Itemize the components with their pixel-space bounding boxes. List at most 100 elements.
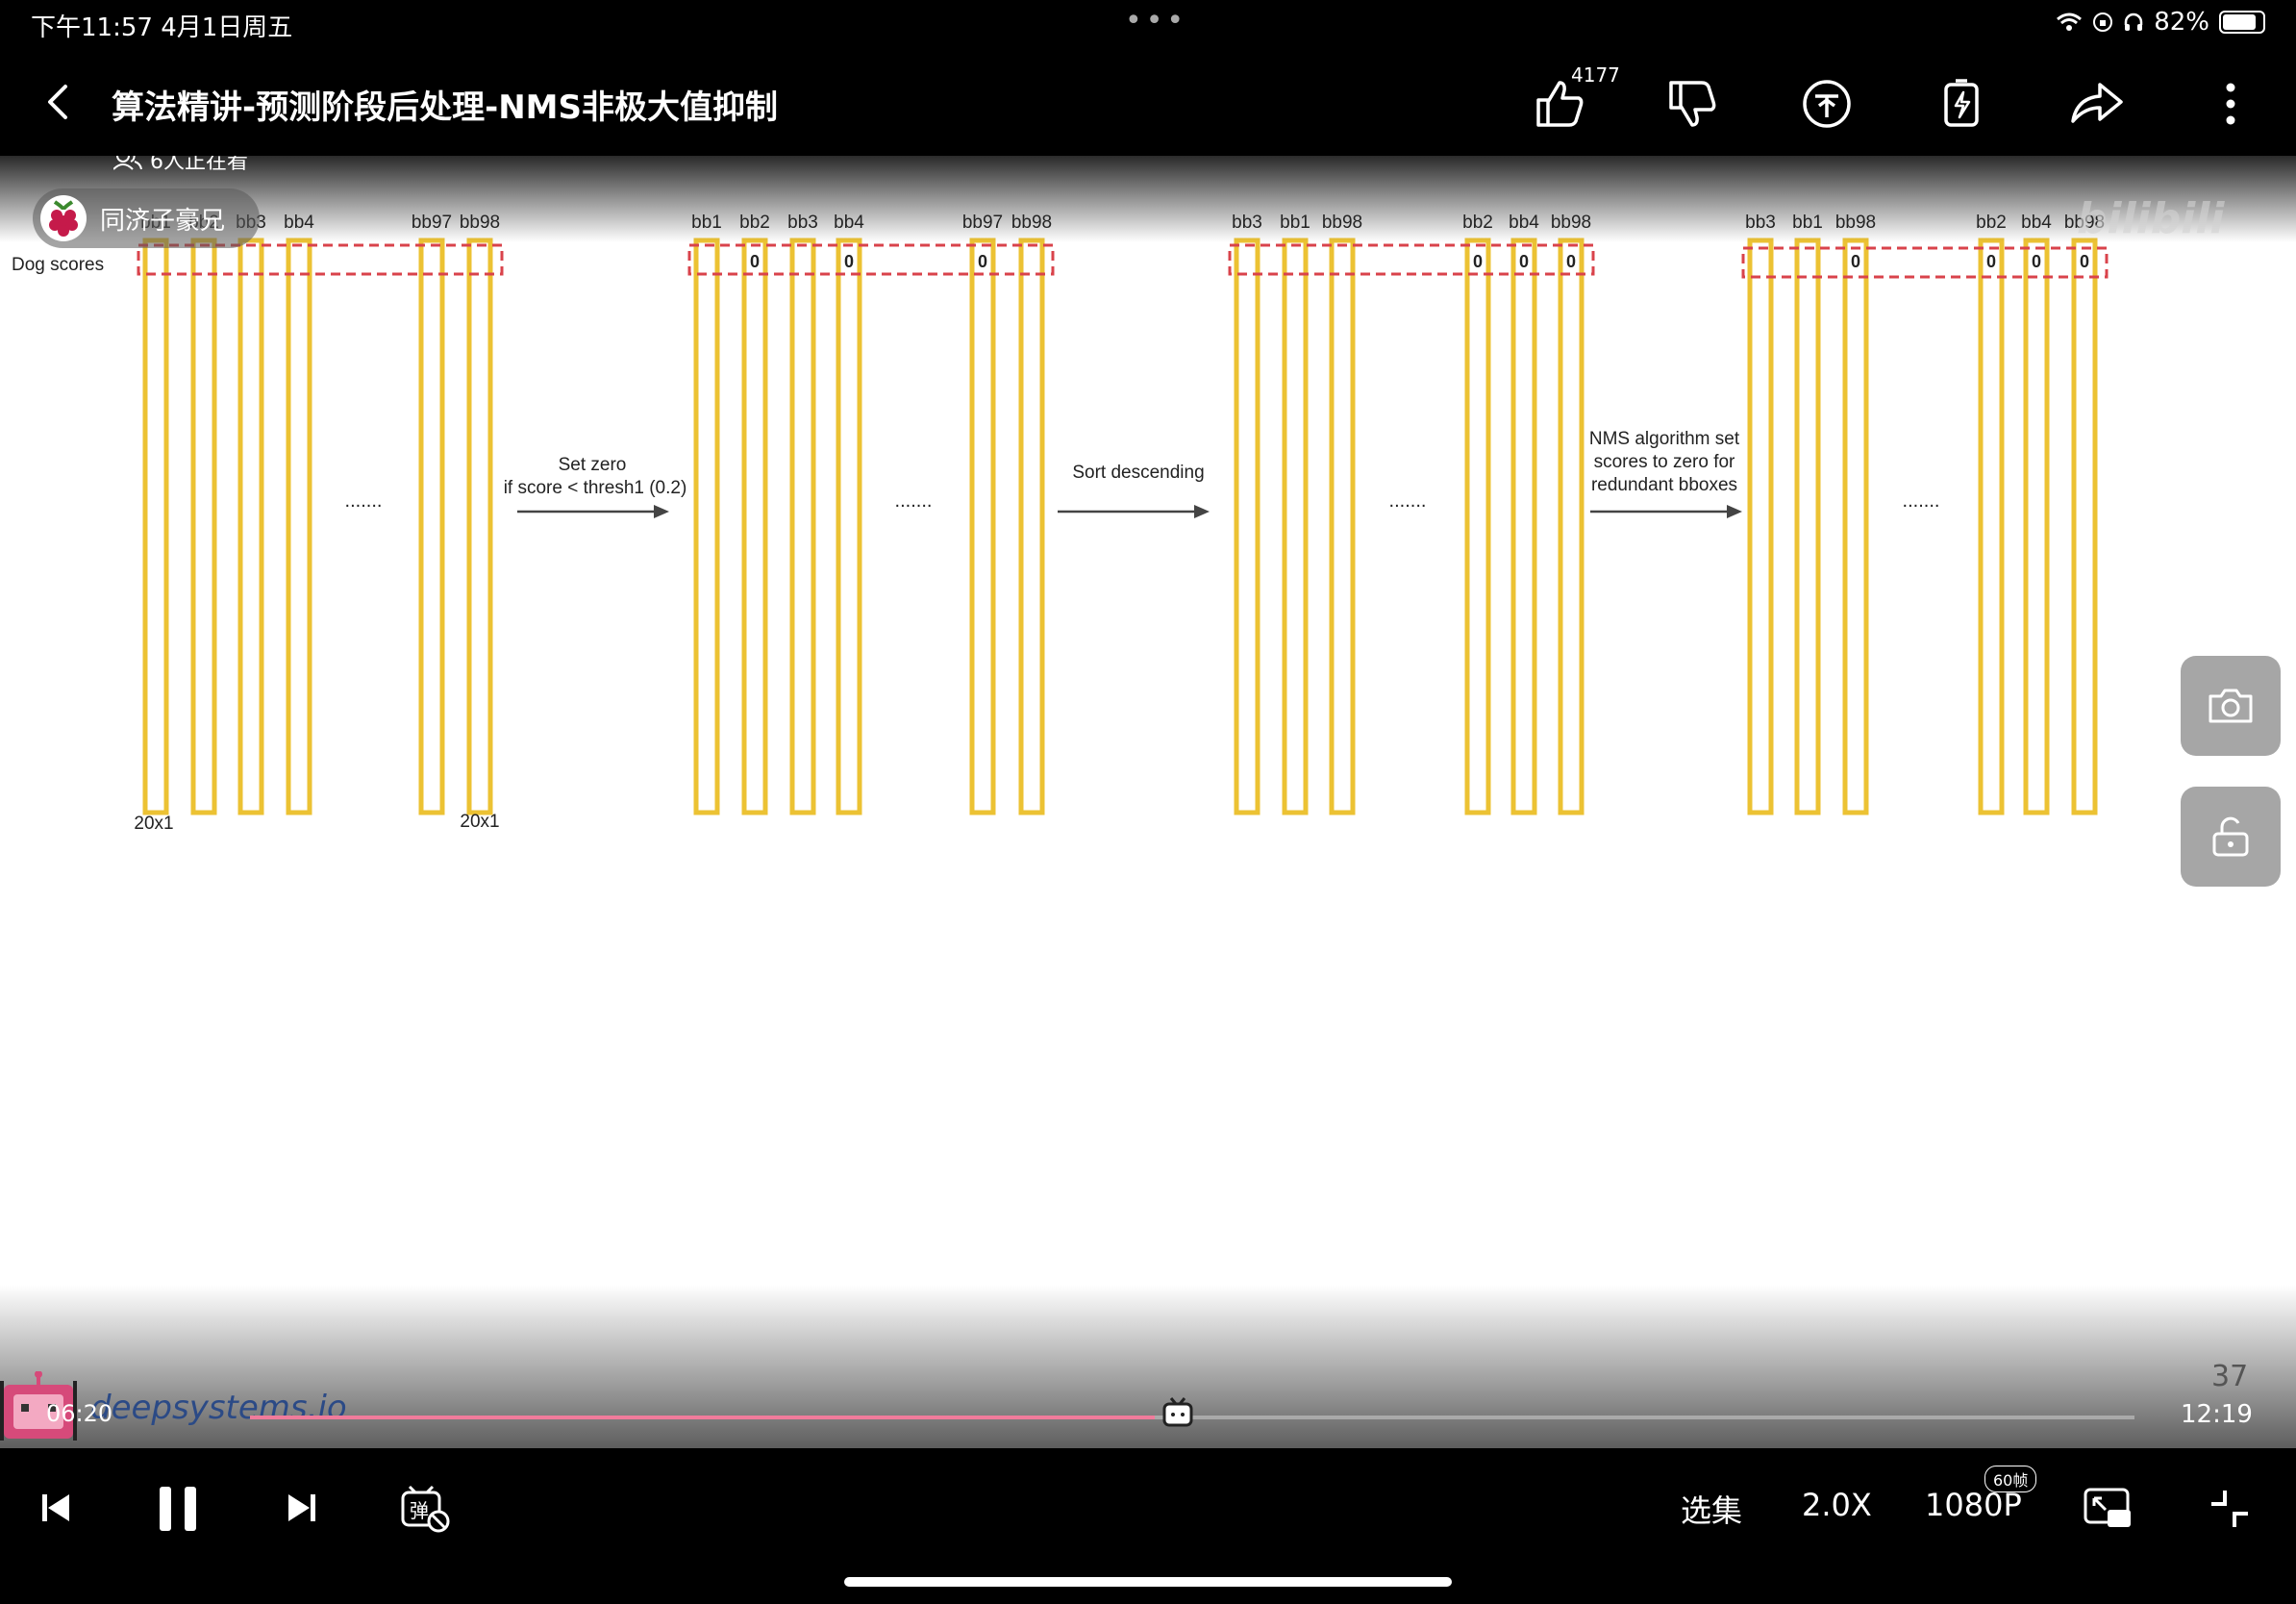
total-time: 12:19 <box>2181 1400 2253 1429</box>
score-bar <box>1329 238 1356 815</box>
skip-next-icon <box>288 1494 315 1521</box>
score-bar <box>1558 238 1585 815</box>
score-bar <box>693 238 720 815</box>
thumbs-up-icon <box>1536 81 1584 127</box>
arrow-label: Set zero <box>559 455 627 475</box>
battery-icon <box>2219 11 2265 34</box>
bottom-gradient <box>0 1285 2296 1448</box>
score-bar <box>741 238 768 815</box>
player-controls: 弹 选集 2.0X 1080P 60帧 <box>0 1448 2296 1604</box>
video-frame[interactable]: bb1bb2bb3bb4bb97bb98.......bb1bb20bb3bb4… <box>0 156 2296 1448</box>
coin-button[interactable] <box>1796 73 1858 135</box>
viewer-text: 6人正在看 <box>150 156 248 174</box>
channel-badge[interactable]: 同济子豪兄 <box>33 188 261 248</box>
progress-thumb-tv-icon[interactable] <box>1161 1396 1194 1429</box>
score-bar <box>2023 238 2050 815</box>
arrow-nms-head <box>1727 505 1742 518</box>
zero-value: 0 <box>1519 252 1529 271</box>
slide-page-number: 37 <box>2211 1360 2249 1393</box>
status-indicators: 82% <box>2056 8 2265 37</box>
charge-button[interactable] <box>1931 73 1992 135</box>
like-button[interactable] <box>1529 73 1590 135</box>
bilibili-watermark: bilibili <box>2077 194 2225 243</box>
score-bar <box>237 238 264 815</box>
quality-button[interactable]: 1080P <box>1925 1487 2022 1523</box>
back-button[interactable] <box>38 75 77 129</box>
pip-button[interactable] <box>2083 1487 2133 1529</box>
status-bar: 下午11:57 4月1日周五 ••• 82% <box>0 0 2296 46</box>
more-button[interactable] <box>2200 73 2261 135</box>
score-bar <box>466 238 493 815</box>
zero-value: 0 <box>978 252 987 271</box>
ellipsis: ....... <box>1389 490 1427 512</box>
home-indicator[interactable] <box>844 1577 1452 1587</box>
row-label: Dog scores <box>12 255 104 275</box>
coin-icon <box>1803 80 1851 128</box>
thumbs-down-icon <box>1669 81 1716 127</box>
current-time: 06:20 <box>46 1400 113 1427</box>
headphones-icon <box>2124 13 2143 31</box>
exit-fullscreen-button[interactable] <box>2208 1487 2252 1531</box>
score-bar <box>969 238 996 815</box>
score-bar <box>142 238 169 815</box>
multitask-dots[interactable]: ••• <box>1125 4 1188 38</box>
arrow-label: Sort descending <box>1072 463 1204 483</box>
danmaku-toggle-button[interactable]: 弹 <box>400 1485 450 1533</box>
score-bar <box>1794 238 1821 815</box>
status-time: 下午11:57 4月1日周五 <box>31 13 293 42</box>
channel-avatar <box>40 195 87 241</box>
more-vertical-icon <box>2226 83 2235 125</box>
robot-logo-icon <box>0 1371 77 1441</box>
like-count: 4177 <box>1571 63 1620 87</box>
raspberry-icon <box>49 200 78 237</box>
orientation-lock-icon <box>2093 13 2113 32</box>
dims-label: 20x1 <box>460 812 499 832</box>
speed-button[interactable]: 2.0X <box>1802 1487 1872 1523</box>
fps-badge: 60帧 <box>1984 1466 2037 1492</box>
video-title: 算法精讲-预测阶段后处理-NMS非极大值抑制 <box>112 88 778 127</box>
share-button[interactable] <box>2065 73 2127 135</box>
top-gradient <box>0 156 2296 242</box>
episodes-button[interactable]: 选集 <box>1681 1492 1743 1529</box>
ellipsis: ....... <box>895 490 933 512</box>
zero-value: 0 <box>844 252 854 271</box>
score-bar <box>1234 238 1260 815</box>
score-bar <box>789 238 816 815</box>
arrow-label: if score < thresh1 (0.2) <box>504 478 687 498</box>
score-bar <box>2071 238 2098 815</box>
people-icon <box>113 156 142 170</box>
dims-label: 20x1 <box>134 814 173 834</box>
dislike-button[interactable] <box>1661 73 1723 135</box>
arrow-sort-head <box>1194 505 1210 518</box>
previous-button[interactable] <box>38 1491 73 1525</box>
arrow-label: NMS algorithm set <box>1589 429 1740 449</box>
zero-value: 0 <box>2080 252 2089 271</box>
zero-value: 0 <box>1851 252 1860 271</box>
unlock-icon <box>2212 816 2249 857</box>
score-bar <box>1747 238 1774 815</box>
screenshot-button[interactable] <box>2181 656 2281 756</box>
score-row-highlight <box>687 243 1055 276</box>
score-row-highlight <box>1228 243 1595 276</box>
zero-value: 0 <box>750 252 760 271</box>
score-bar <box>1510 238 1537 815</box>
zero-value: 0 <box>2032 252 2041 271</box>
score-bar <box>1978 238 2005 815</box>
next-button[interactable] <box>285 1491 319 1525</box>
nms-diagram: bb1bb2bb3bb4bb97bb98.......bb1bb20bb3bb4… <box>12 213 2109 834</box>
score-bar <box>836 238 862 815</box>
slide-footer-text: deepsystems.io <box>90 1389 347 1427</box>
battery-percent: 82% <box>2154 8 2209 37</box>
channel-name: 同济子豪兄 <box>100 206 226 236</box>
chevron-left-icon <box>48 85 67 119</box>
score-bar <box>286 238 312 815</box>
score-bar <box>190 238 217 815</box>
score-bar <box>1842 238 1869 815</box>
pause-button[interactable] <box>156 1485 200 1533</box>
zero-value: 0 <box>1473 252 1483 271</box>
screen-lock-button[interactable] <box>2181 787 2281 887</box>
score-bar <box>1464 238 1491 815</box>
ellipsis: ....... <box>1903 490 1940 512</box>
danmaku-off-icon: 弹 <box>401 1485 450 1533</box>
arrow-label: redundant bboxes <box>1591 475 1737 495</box>
